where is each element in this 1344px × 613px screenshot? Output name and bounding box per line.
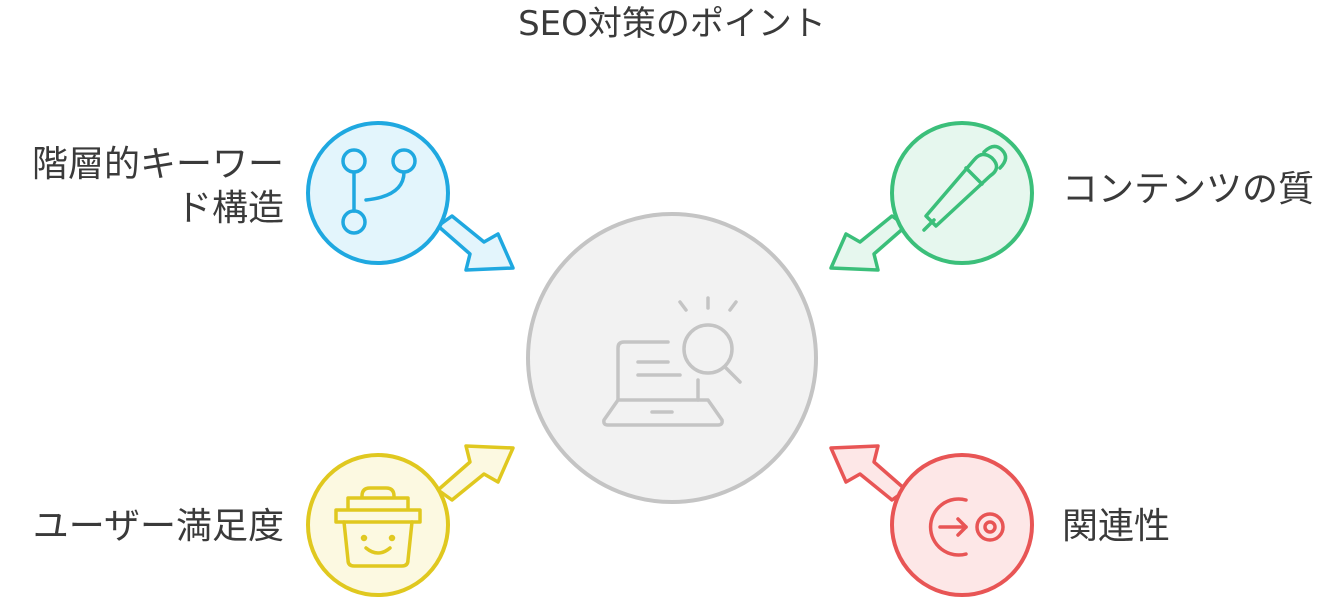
node-hierarchical-keywords (306, 121, 515, 272)
label-line-2: ド構造 (175, 188, 284, 229)
label-hierarchical-keywords: 階層的キーワー ド構造 (0, 143, 284, 231)
pen-icon (922, 144, 1008, 232)
branch-icon (341, 148, 417, 235)
label-line-1: 関連性 (1062, 506, 1171, 547)
label-user-satisfaction: ユーザー満足度 (0, 505, 284, 549)
label-line-1: ユーザー満足度 (32, 506, 284, 547)
laptop-search-icon (602, 296, 742, 427)
label-line-1: 階層的キーワー (31, 144, 284, 185)
node-user-satisfaction (306, 444, 515, 597)
diagram-title: SEO対策のポイント (518, 4, 826, 44)
center-node (526, 212, 818, 504)
node-relevance (829, 444, 1034, 597)
label-relevance: 関連性 (1062, 505, 1170, 549)
node-content-quality (829, 121, 1034, 272)
smiling-basket-icon (334, 486, 422, 568)
label-content-quality: コンテンツの質 (1062, 168, 1314, 212)
label-line-1: コンテンツの質 (1062, 169, 1315, 210)
arrow-target-icon (928, 497, 1005, 557)
